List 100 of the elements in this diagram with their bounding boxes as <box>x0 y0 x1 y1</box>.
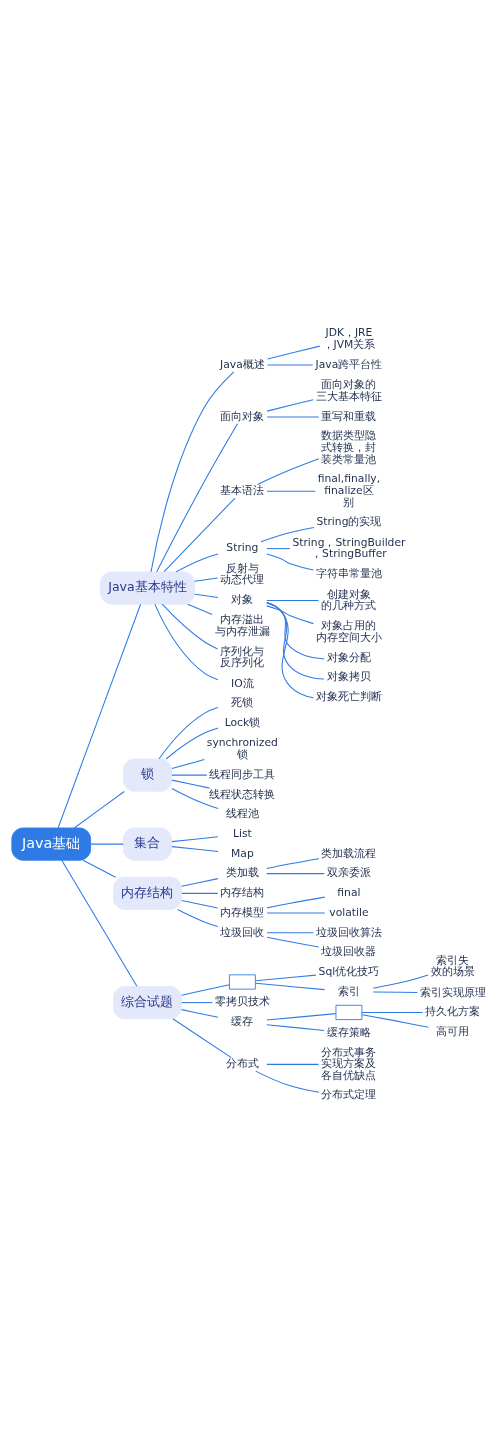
node-text: 内存溢出与内存泄漏 <box>214 613 270 639</box>
node-text: volatile <box>329 905 369 919</box>
connector <box>266 605 314 625</box>
connector <box>266 936 320 948</box>
node-text: String的实现 <box>316 515 382 529</box>
connector <box>82 859 117 878</box>
node-text: 高可用 <box>436 1024 470 1038</box>
connector <box>361 1014 429 1028</box>
node-text: 索引 <box>337 984 360 998</box>
connector <box>176 909 219 928</box>
connector <box>266 399 314 412</box>
node-text: Map <box>231 846 254 860</box>
node-text: 垃圾回收器 <box>321 945 377 959</box>
connector <box>260 527 315 543</box>
node-text: 数据类型隐式转换，封装类常量池 <box>321 429 377 466</box>
node-box <box>228 974 256 990</box>
node-text: 垃圾回收 <box>220 925 265 939</box>
connector <box>267 345 321 360</box>
connector <box>61 859 138 987</box>
node-text: 分布式定理 <box>321 1088 377 1102</box>
connector <box>156 423 239 573</box>
node-text: 面向对象 <box>220 409 265 423</box>
node-text: List <box>233 827 252 841</box>
connector <box>266 873 325 875</box>
node-box: 综合试题 <box>113 986 182 1020</box>
connector <box>266 1013 337 1021</box>
node-text: 序列化与反序列化 <box>220 644 265 670</box>
connector <box>171 787 219 810</box>
node-text: String <box>226 541 259 555</box>
connector <box>150 371 235 573</box>
node-text: 内存结构 <box>220 886 265 900</box>
node-text: 反射与动态代理 <box>220 561 265 587</box>
connector <box>266 1063 320 1065</box>
node-text: 内存模型 <box>220 905 265 919</box>
connector <box>266 932 314 934</box>
connector <box>266 548 291 550</box>
connector <box>172 1018 232 1059</box>
node-text: IO流 <box>231 676 254 690</box>
connector <box>187 603 213 615</box>
node-text: 字符串常量池 <box>315 567 382 581</box>
connector <box>165 727 219 760</box>
node-text: 垃圾回收算法 <box>315 925 382 939</box>
node-box: 内存结构 <box>113 876 182 910</box>
connector <box>158 707 219 760</box>
node-text: 创建对象的几种方式 <box>321 587 377 613</box>
connector <box>57 603 142 829</box>
connector <box>171 759 205 770</box>
connector <box>161 603 219 650</box>
connector <box>171 846 219 852</box>
connector <box>171 774 208 776</box>
connector <box>266 602 325 660</box>
connector <box>181 892 219 894</box>
connector <box>175 553 219 573</box>
node-text: 对象 <box>231 593 254 607</box>
node-text: 零拷贝技术 <box>214 995 270 1009</box>
connector <box>255 974 317 982</box>
node-text: 分布式事务实现方案及各自优缺点 <box>321 1045 377 1082</box>
node-text: String，StringBuilder，StringBuffer <box>292 535 406 561</box>
node-text: JDK，JRE，JVM关系 <box>322 326 376 351</box>
connector <box>194 593 219 598</box>
connector <box>194 577 219 582</box>
connector <box>255 982 326 991</box>
node-text: final <box>337 886 361 900</box>
node-text: 对象拷贝 <box>326 670 371 684</box>
node-text: 重写和重载 <box>321 409 377 423</box>
node-box: Java基本特性 <box>100 571 195 605</box>
node-text: Lock锁 <box>224 716 261 730</box>
connector <box>163 497 236 573</box>
node-text: 基本语法 <box>220 484 265 498</box>
node-text: synchronized锁 <box>206 736 278 761</box>
node-text: 缓存策略 <box>326 1025 371 1039</box>
node-text: Java跨平台性 <box>315 357 383 371</box>
connector <box>181 878 219 887</box>
node-text: 索引实现原理 <box>419 985 486 999</box>
node-text: 线程同步工具 <box>209 767 276 781</box>
node-text: 死锁 <box>231 696 254 710</box>
connector <box>181 984 230 996</box>
connector <box>266 600 320 602</box>
connector <box>266 601 314 699</box>
connector <box>257 458 320 485</box>
connector <box>181 1009 219 1018</box>
node-text: 对象占用的内存空间大小 <box>315 618 382 644</box>
connector <box>266 553 314 571</box>
connector <box>372 991 418 993</box>
node-box: 集合 <box>122 827 173 861</box>
node-text: 类加载流程 <box>321 846 377 860</box>
connector <box>73 790 125 829</box>
node-text: 类加载 <box>225 866 259 880</box>
node-box: 锁 <box>122 758 173 792</box>
connector <box>361 1011 424 1013</box>
node-text: final,finally,finalize区别 <box>317 472 381 509</box>
node-text: Java概述 <box>220 357 265 371</box>
node-text: Sql优化技巧 <box>318 964 380 978</box>
connector <box>90 843 124 845</box>
node-text: 对象分配 <box>326 650 371 664</box>
connector <box>266 1024 325 1032</box>
connector <box>154 603 219 681</box>
node-text: 对象死亡判断 <box>315 690 382 704</box>
node-text: 索引失效的场景 <box>430 953 475 979</box>
connector <box>181 1002 213 1004</box>
